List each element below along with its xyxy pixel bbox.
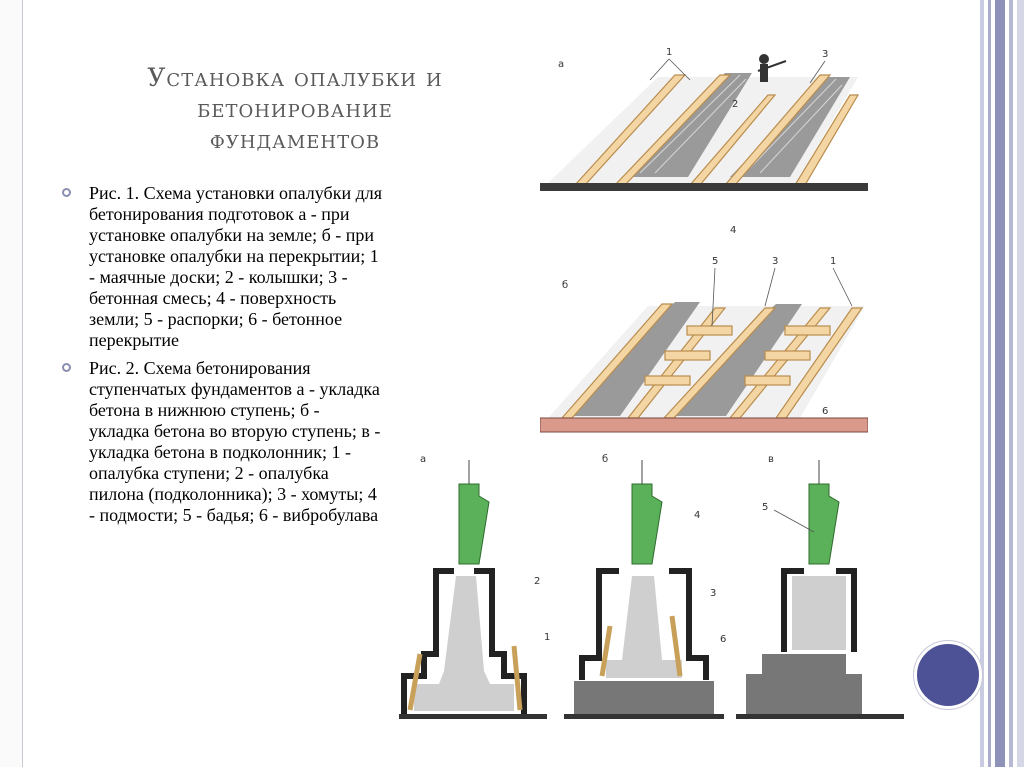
bullet-text: Рис. 2. Схема бетонирования ступенчатых … xyxy=(89,358,381,525)
slide-title-line-3: фундаментов xyxy=(209,125,381,154)
fig1a-label: 1 xyxy=(666,47,672,58)
slide-title: Установка опалубки и бетонирование фунда… xyxy=(105,62,485,155)
bullet-fig2: Рис. 2. Схема бетонирования ступенчатых … xyxy=(62,358,382,526)
bullet-marker-icon xyxy=(62,363,71,372)
slide-title-line-1: Установка опалубки и xyxy=(147,63,443,92)
fig1a-letter: а xyxy=(558,59,564,70)
bullet-list: Рис. 1. Схема установки опалубки для бет… xyxy=(62,183,382,526)
fig1b-letter: б xyxy=(562,280,568,291)
slide-title-line-2: бетонирование xyxy=(197,94,393,123)
fig2-panel-a: а 2 1 xyxy=(399,454,550,719)
fig1b-label: 1 xyxy=(830,256,836,267)
fig2b-label: 3 xyxy=(710,588,716,599)
fig2c-letter: в xyxy=(768,454,774,465)
figure-1a-formwork-on-ground: а 1 2 3 4 xyxy=(540,45,868,193)
fig2a-label: 2 xyxy=(534,576,540,587)
fig2a-letter: а xyxy=(420,454,426,465)
left-frame-border xyxy=(0,0,23,767)
figure-2-stepped-foundations: а 2 1 б 4 3 6 в 5 xyxy=(384,446,914,724)
fig1b-label: 6 xyxy=(822,406,828,417)
fig1b-label: 5 xyxy=(712,256,718,267)
decorative-circle xyxy=(914,641,982,709)
figure-1a-label-4: 4 xyxy=(730,225,737,236)
fig2b-letter: б xyxy=(602,454,608,465)
bullet-text: Рис. 1. Схема установки опалубки для бет… xyxy=(89,183,382,350)
fig1a-label: 2 xyxy=(732,99,738,110)
fig2-panel-c: в 5 xyxy=(736,454,904,719)
fig2a-label: 1 xyxy=(544,632,550,643)
fig2-panel-b: б 4 3 6 xyxy=(564,454,726,719)
fig2b-label: 4 xyxy=(694,510,700,521)
bullet-fig1: Рис. 1. Схема установки опалубки для бет… xyxy=(62,183,382,351)
fig2b-label: 6 xyxy=(720,634,726,645)
fig1a-label: 3 xyxy=(822,49,828,60)
bullet-marker-icon xyxy=(62,188,71,197)
fig2c-label: 5 xyxy=(762,502,768,513)
fig1b-label: 3 xyxy=(772,256,778,267)
figure-1b-formwork-on-slab: б 5 3 1 6 xyxy=(540,246,868,434)
right-frame-border xyxy=(980,0,1024,767)
